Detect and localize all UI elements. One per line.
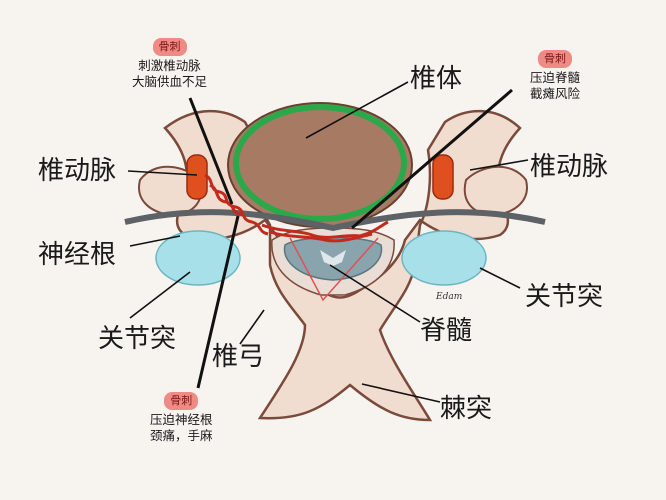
artist-signature: Edam [436,292,463,302]
label-vertebral-body: 椎体 [410,64,463,94]
label-facet-right: 关节突 [525,282,604,312]
note-spur-cord-line1: 压迫脊髓 [530,70,581,85]
note-spur-nerve-line2: 颈痛，手麻 [150,428,213,443]
bone-spur-center [261,220,389,243]
note-spur-artery-line2: 大脑供血不足 [132,74,208,89]
note-spur-cord-tag: 骨刺 [538,50,572,68]
label-nerve-root: 神经根 [38,240,117,270]
facet-right-shape [401,230,487,286]
label-facet-left: 关节突 [98,324,177,354]
transverse-process-right [463,165,528,217]
label-vertebral-artery-right: 椎动脉 [530,152,609,182]
spinal-cord-grey-matter [320,250,346,266]
spur-leader-lines [188,88,513,389]
vertebral-body-shape [227,102,413,228]
transverse-process-left [138,165,203,217]
vertebral-artery-right-shape [432,154,454,200]
facet-left-shape [155,230,241,286]
leader-lines [127,81,529,403]
label-spinous-process: 棘突 [440,394,493,424]
label-spinal-cord: 脊髓 [420,316,473,346]
vertebral-body-green-ring [233,104,407,222]
note-spur-cord-line2: 截瘫风险 [530,86,581,101]
label-vertebral-artery-left: 椎动脉 [38,156,117,186]
note-spur-artery-tag: 骨刺 [152,38,187,56]
note-spur-nerve: 骨刺 压迫神经根 颈痛，手麻 [150,392,213,444]
note-spur-nerve-line1: 压迫神经根 [150,412,213,427]
note-spur-nerve-tag: 骨刺 [164,392,199,410]
note-spur-cord: 骨刺 压迫脊髓 截瘫风险 [530,50,580,102]
bone-spur-left [204,173,269,236]
label-lamina: 椎弓 [212,342,265,372]
note-spur-artery-line1: 刺激椎动脉 [138,58,201,73]
dura-lines [289,237,379,302]
note-spur-artery: 骨刺 刺激椎动脉 大脑供血不足 [132,38,207,90]
vertebral-artery-left-shape [186,154,208,200]
nerve-root-band [124,209,546,232]
